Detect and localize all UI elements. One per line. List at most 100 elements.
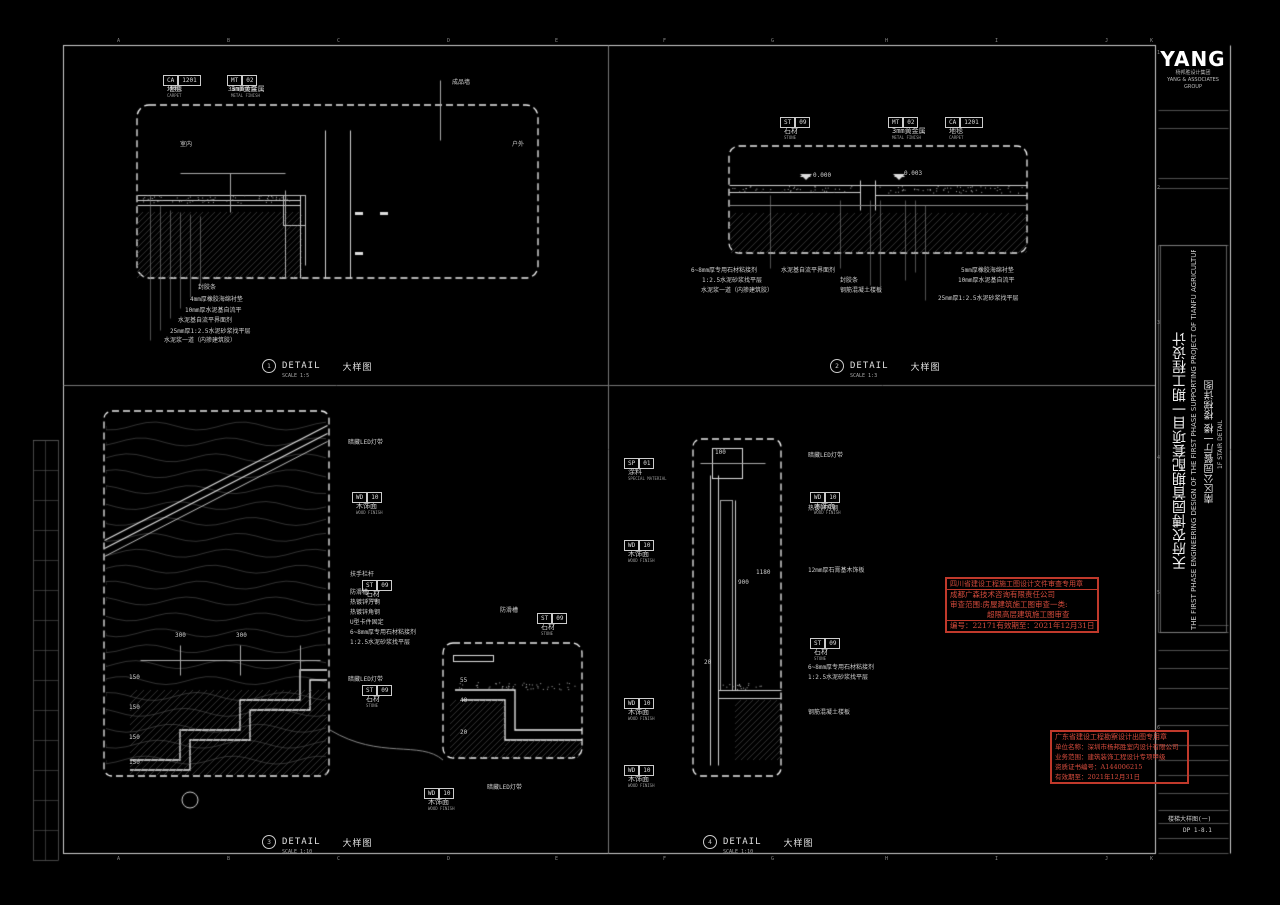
annotation-note: 0.000 xyxy=(813,173,831,179)
guangdong-design-stamp: 广东省建设工程勘察设计出图专用章 单位名称：深圳市杨邦胜室内设计有限公司 业务范… xyxy=(1050,730,1189,784)
tag-material-name: 木饰面 xyxy=(628,709,649,716)
grid-letter-top: K xyxy=(1150,38,1153,44)
stamp-row: 成都广森技术咨询有限责任公司 xyxy=(947,590,1097,600)
grid-number: 3 xyxy=(1157,320,1160,326)
annotation-note: 5mm厚橡胶海绵衬垫 xyxy=(961,268,1014,274)
grid-letter-top: B xyxy=(227,38,230,44)
detail-number-1: 1 xyxy=(262,359,276,373)
grid-letter-bottom: F xyxy=(663,856,666,862)
detail-number-2: 2 xyxy=(830,359,844,373)
detail-label-cn-2: 大样图 xyxy=(911,360,941,373)
annotation-note: 水泥基自流平界面剂 xyxy=(178,318,232,324)
tag-material-en: METAL FINISH xyxy=(892,136,921,140)
tag-material-name: 木饰面 xyxy=(428,799,449,806)
annotation-note: 热镀锌方钢 xyxy=(808,506,838,512)
tag-material-name: 石材 xyxy=(366,591,380,598)
tag-material-en: WOOD FINISH xyxy=(356,511,383,515)
annotation-note: 3mm黄金属 xyxy=(228,87,257,93)
annotation-note: 10mm厚水泥基自流平 xyxy=(185,308,241,314)
grid-letter-bottom: K xyxy=(1150,856,1153,862)
annotation-note: 1:2.5水泥砂浆找平层 xyxy=(808,675,868,681)
annotation-note: 150 xyxy=(129,760,140,766)
tag-material-en: CARPET xyxy=(949,136,963,140)
annotation-note: U型卡件固定 xyxy=(350,620,384,626)
grid-letter-top: H xyxy=(885,38,888,44)
annotation-note: 防滑槽 xyxy=(500,608,518,614)
detail-number-4: 4 xyxy=(703,835,717,849)
annotation-note: 100 xyxy=(715,450,726,456)
tag-material-name: 3mm黄金属 xyxy=(892,128,926,135)
stamp-row: 广东省建设工程勘察设计出图专用章 xyxy=(1052,732,1187,742)
grid-letter-top: J xyxy=(1105,38,1108,44)
detail-number-3: 3 xyxy=(262,835,276,849)
annotation-note: 300 xyxy=(236,633,247,639)
tag-material-en: WOOD FINISH xyxy=(628,559,655,563)
sichuan-review-stamp: 四川省建设工程施工图设计文件审查专用章 成都广森技术咨询有限责任公司 审查范围:… xyxy=(945,577,1099,633)
tag-material-name: 木饰面 xyxy=(628,776,649,783)
tag-material-en: WOOD FINISH xyxy=(628,784,655,788)
logo-subtitle-en: YANG & ASSOCIATES GROUP xyxy=(1160,77,1226,91)
annotation-note: 室内 xyxy=(180,142,192,148)
annotation-note: 1:2.5水泥砂浆找平层 xyxy=(702,278,762,284)
annotation-note: 地毯 xyxy=(170,87,182,93)
detail-scale-2: SCALE 1:3 xyxy=(850,373,877,379)
grid-number: 2 xyxy=(1157,185,1160,191)
logo-text: YANG xyxy=(1160,48,1226,70)
tag-material-en: STONE xyxy=(541,632,553,636)
tag-material-en: STONE xyxy=(814,657,826,661)
tag-material-en: STONE xyxy=(784,136,796,140)
annotation-note: 水泥浆一道（内掺建筑胶） xyxy=(701,288,773,294)
tag-material-name: 木饰面 xyxy=(356,503,377,510)
tag-material-name: 石材 xyxy=(814,649,828,656)
tag-material-en: WOOD FINISH xyxy=(628,717,655,721)
annotation-note: 55 xyxy=(460,678,467,684)
annotation-note: 1180 xyxy=(756,570,770,576)
titleblock-logo: YANG 杨邦胜设计集团 YANG & ASSOCIATES GROUP xyxy=(1160,48,1226,91)
grid-number: 1 xyxy=(1157,50,1160,56)
annotation-note: 热镀锌方钢 xyxy=(350,600,380,606)
stamp-row: 业务范围：建筑装饰工程设计专项甲级 xyxy=(1052,752,1187,762)
annotation-note: 10mm厚水泥基自流平 xyxy=(958,278,1014,284)
grid-letter-top: F xyxy=(663,38,666,44)
grid-letter-top: E xyxy=(555,38,558,44)
annotation-note: 12mm厚石膏基木饰板 xyxy=(808,568,864,574)
drawing-name: 楼梯大样图(一) xyxy=(1168,817,1211,823)
annotation-note: 150 xyxy=(129,675,140,681)
stamp-number: 编号：22171 xyxy=(950,621,996,631)
grid-letter-bottom: G xyxy=(771,856,774,862)
grid-letter-bottom: E xyxy=(555,856,558,862)
tag-material-en: WOOD FINISH xyxy=(428,807,455,811)
grid-letter-bottom: I xyxy=(995,856,998,862)
detail-scale-1: SCALE 1:5 xyxy=(282,373,309,379)
annotation-note: 900 xyxy=(738,580,749,586)
tag-material-name: 涂料 xyxy=(628,469,642,476)
detail-title-1: 1 DETAIL 大样图 SCALE 1:5 xyxy=(262,359,373,373)
tag-number: 1201 xyxy=(960,117,982,128)
annotation-note: 水泥浆一道（内掺建筑胶） xyxy=(164,338,236,344)
grid-letter-bottom: B xyxy=(227,856,230,862)
grid-letter-bottom: C xyxy=(337,856,340,862)
tag-material-en: CARPET xyxy=(167,94,181,98)
grid-letter-top: I xyxy=(995,38,998,44)
annotation-note: 1:2.5水泥砂浆找平层 xyxy=(350,640,410,646)
annotation-note: 暗藏LED灯带 xyxy=(348,677,383,683)
grid-letter-top: G xyxy=(771,38,774,44)
stamp-row: 有效期至：2021年12月31日 xyxy=(1052,772,1187,782)
grid-letter-bottom: D xyxy=(447,856,450,862)
annotation-note: 热镀锌角钢 xyxy=(350,610,380,616)
annotation-note: 钢筋混凝土楼板 xyxy=(808,710,850,716)
annotation-note: 4mm厚橡胶海绵衬垫 xyxy=(190,297,243,303)
annotation-note: 150 xyxy=(129,705,140,711)
logo-subtitle: 杨邦胜设计集团 xyxy=(1160,70,1226,77)
annotation-note: 钢筋混凝土楼板 xyxy=(840,288,882,294)
detail-label-3: DETAIL xyxy=(282,837,321,847)
annotation-note: 暗藏LED灯带 xyxy=(808,453,843,459)
stamp-row: 超限高层建筑施工图审查 xyxy=(947,610,1097,620)
annotation-note: 20 xyxy=(460,730,467,736)
tag-material-en: STONE xyxy=(366,704,378,708)
detail-label-4: DETAIL xyxy=(723,837,762,847)
annotation-note: 300 xyxy=(175,633,186,639)
sheet-title-cn: 南区公园餐厅一楼 楼梯详图 xyxy=(1203,380,1218,503)
annotation-note: 40 xyxy=(460,698,467,704)
annotation-note: 水泥基自流平界面剂 xyxy=(781,268,835,274)
